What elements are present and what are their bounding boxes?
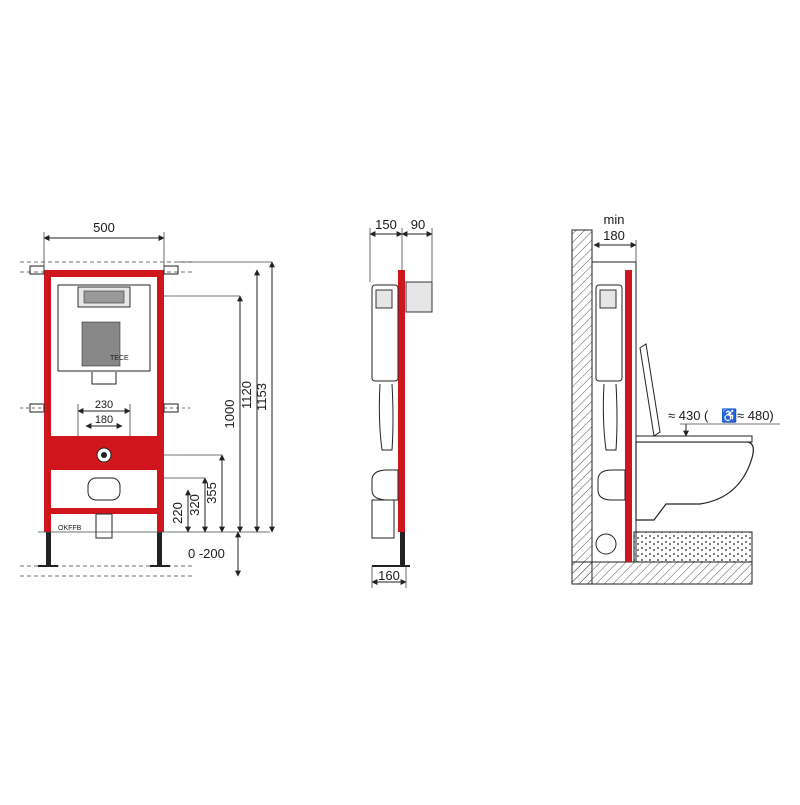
height-320-label: 320: [187, 494, 202, 516]
height-1120-label: 1120: [239, 381, 254, 409]
height-1000-label: 1000: [222, 400, 237, 429]
toilet-bowl: [635, 441, 754, 521]
frame-left-post: [44, 270, 51, 532]
flush-pipe: [91, 372, 117, 385]
install-drain: [597, 469, 626, 501]
side-drain: [371, 469, 399, 501]
wall-gap-label: 180: [603, 228, 625, 243]
seat-height-label: ≈ 430 (: [668, 408, 709, 423]
install-flush-pipe: [602, 383, 618, 451]
foot-label: 160: [378, 568, 400, 583]
flush-plate-sticker: [81, 321, 121, 367]
side-frame-post: [398, 270, 405, 532]
side-foot: [400, 532, 405, 566]
min-label: min: [604, 212, 625, 227]
side-valve: [375, 289, 393, 309]
install-view: min 180 ≈ 430 ( ♿ ≈ 480): [571, 212, 780, 585]
floor: [571, 561, 753, 585]
install-frame-post: [625, 270, 632, 562]
partition: [591, 261, 637, 563]
panel-label: 90: [411, 217, 425, 232]
front-panel: [405, 281, 433, 313]
right-foot: [157, 532, 162, 566]
install-cistern: [595, 284, 623, 382]
flush-button: [83, 290, 125, 304]
front-view: TECE OKFFB 500 230 18: [20, 220, 275, 577]
floor-hatch: [20, 565, 195, 577]
side-view: 150 90 160: [369, 217, 433, 588]
toilet-lid: [639, 343, 661, 437]
inlet-inner-label: 180: [95, 414, 113, 426]
side-drain-pipe: [371, 499, 395, 539]
drain-pipe: [95, 513, 113, 539]
adjust-label: 0 -200: [188, 546, 225, 561]
floor-screed: [633, 531, 753, 563]
height-355-label: 355: [204, 482, 219, 504]
depth-label: 150: [375, 217, 397, 232]
side-flush-pipe: [378, 383, 394, 451]
wall: [571, 229, 593, 585]
plate-brand: TECE: [110, 355, 129, 362]
toilet-seat: [635, 435, 753, 443]
side-cistern: [371, 284, 399, 382]
width-label: 500: [93, 220, 115, 235]
height-220-label: 220: [170, 502, 185, 524]
frame-bottom-rail: [51, 508, 157, 514]
install-drain-pipe: [595, 533, 617, 555]
frame-top-rail: [44, 270, 164, 277]
frame-right-post: [157, 270, 164, 532]
height-1153-label: 1153: [254, 383, 269, 411]
accessible-icon: ♿: [721, 408, 737, 423]
accessible-height-label: ≈ 480): [737, 408, 774, 423]
water-inlet-core: [101, 452, 107, 458]
cistern: [57, 284, 151, 372]
drain-elbow: [87, 477, 121, 501]
floor-ref-label: OKFFB: [58, 525, 82, 532]
left-foot: [46, 532, 51, 566]
inlet-outer-label: 230: [95, 399, 113, 411]
install-valve: [599, 289, 617, 309]
